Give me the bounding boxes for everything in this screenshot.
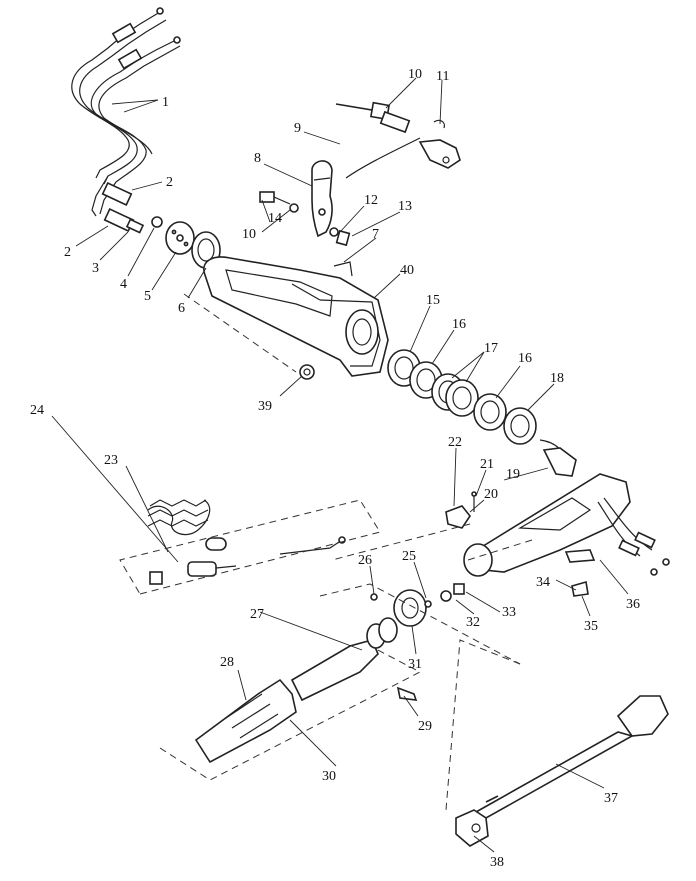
- callout-9: 9: [294, 121, 301, 136]
- callout-19: 19: [506, 467, 520, 482]
- callout-26: 26: [358, 553, 372, 568]
- control-cables: [71, 7, 181, 185]
- assembly-outlines: [119, 293, 533, 811]
- callout-14: 14: [268, 211, 282, 226]
- callout-37: 37: [604, 791, 618, 806]
- shift-lever: [259, 160, 351, 247]
- callout-34: 34: [536, 575, 550, 590]
- callout-27: 27: [250, 607, 264, 622]
- callout-3: 3: [92, 261, 99, 276]
- callout-21: 21: [480, 457, 494, 472]
- callout-13: 13: [398, 199, 412, 214]
- callout-1: 1: [162, 95, 169, 110]
- callout-35: 35: [584, 619, 598, 634]
- callout-28: 28: [220, 655, 234, 670]
- callout-30: 30: [322, 769, 336, 784]
- linkage: [335, 101, 461, 179]
- cable-end-fittings: [91, 175, 163, 234]
- pivot-parts: [445, 491, 477, 529]
- callout-24: 24: [30, 403, 44, 418]
- callout-25: 25: [402, 549, 416, 564]
- callout-40: 40: [400, 263, 414, 278]
- callout-23: 23: [104, 453, 118, 468]
- callout-20: 20: [484, 487, 498, 502]
- tiller-arm: [463, 439, 670, 577]
- callout-11: 11: [436, 69, 449, 84]
- callout-12: 12: [364, 193, 378, 208]
- throttle-grip: [194, 580, 589, 764]
- stop-switch-lanyard: [147, 499, 346, 585]
- callout-labels: 1 2 2 3 4 5 6 7 8 9 10 10 11 12 13 14 15…: [30, 67, 640, 870]
- callout-29: 29: [418, 719, 432, 734]
- callout-17: 17: [484, 341, 498, 356]
- callout-32: 32: [466, 615, 480, 630]
- callout-5: 5: [144, 289, 151, 304]
- leader-lines: [51, 77, 629, 853]
- callout-16: 16: [452, 317, 466, 332]
- callout-2: 2: [166, 175, 173, 190]
- throttle-shaft: [455, 695, 669, 847]
- callout-31: 31: [408, 657, 422, 672]
- callout-18: 18: [550, 371, 564, 386]
- callout-4: 4: [120, 277, 127, 292]
- callout-39: 39: [258, 399, 272, 414]
- callout-16: 16: [518, 351, 532, 366]
- callout-8: 8: [254, 151, 261, 166]
- callout-15: 15: [426, 293, 440, 308]
- callout-6: 6: [178, 301, 185, 316]
- callout-36: 36: [626, 597, 640, 612]
- callout-10: 10: [242, 227, 256, 242]
- nut: [299, 364, 315, 380]
- tiller-bracket: [203, 256, 389, 377]
- callout-2: 2: [64, 245, 71, 260]
- callout-7: 7: [372, 227, 379, 242]
- callout-10: 10: [408, 67, 422, 82]
- callout-38: 38: [490, 855, 504, 870]
- callout-22: 22: [448, 435, 462, 450]
- washer-stack: [387, 349, 537, 445]
- callout-33: 33: [502, 605, 516, 620]
